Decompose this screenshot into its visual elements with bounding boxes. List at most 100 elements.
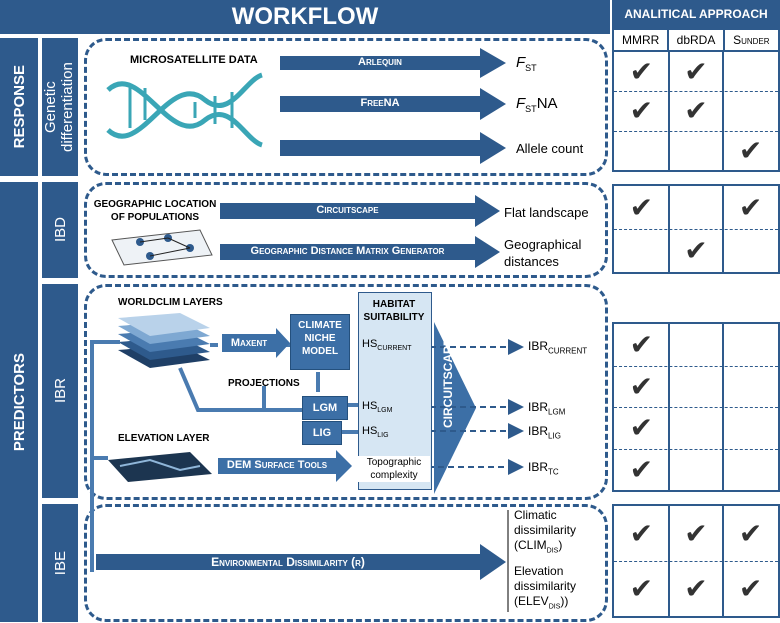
freena-arrow bbox=[280, 88, 506, 120]
clim-sub: DIS bbox=[546, 547, 559, 555]
fstna-text: F bbox=[516, 95, 526, 112]
ibr-current-output: IBRCURRENT bbox=[528, 339, 587, 355]
arlequin-arrow bbox=[280, 48, 506, 78]
fstna-suffix: NA bbox=[536, 95, 558, 112]
hs-lig-text: HS bbox=[362, 425, 378, 437]
lgm-box: LGM bbox=[302, 396, 348, 420]
env-dissimilarity-label: Environmental Dissimilarity (r) bbox=[211, 555, 365, 569]
check-icon: ✔ bbox=[629, 572, 654, 605]
approach-header: ANALITICAL APPROACH bbox=[612, 0, 780, 28]
check-icon: ✔ bbox=[629, 191, 654, 224]
ibr-box bbox=[84, 284, 608, 500]
col-header-sunder: Sunder bbox=[733, 33, 770, 47]
grid-col-divider bbox=[722, 52, 725, 170]
check-icon: ✔ bbox=[684, 94, 708, 128]
grid-row-divider bbox=[614, 561, 778, 562]
grid-row-divider bbox=[614, 91, 778, 93]
climate-model-line-1: CLIMATE bbox=[298, 320, 342, 331]
hs-lgm-sub: LGM bbox=[377, 407, 393, 415]
fstna-output: FSTNA bbox=[516, 95, 558, 114]
geo-location-label: GEOGRAPHIC LOCATION OF POPULATIONS bbox=[90, 198, 220, 224]
elev-sub: DIS bbox=[548, 603, 561, 611]
grid-ibe: ✔✔✔✔✔✔ bbox=[612, 504, 780, 618]
workflow-title-bar: WORKFLOW bbox=[0, 0, 610, 34]
clim-end: ) bbox=[558, 538, 563, 552]
ibr-lig-text: IBR bbox=[528, 424, 549, 438]
worldclim-label: WORLDCLIM LAYERS bbox=[118, 297, 223, 308]
elevation-layer-icon bbox=[108, 452, 212, 482]
projections-label: PROJECTIONS bbox=[228, 378, 300, 389]
worldclim-layers-icon bbox=[118, 313, 210, 368]
habitat-line-1: HABITAT bbox=[372, 299, 416, 310]
check-icon: ✔ bbox=[684, 572, 708, 605]
ibr-lgm-output: IBRLGM bbox=[528, 400, 565, 416]
response-box bbox=[84, 38, 608, 176]
check-icon: ✔ bbox=[684, 55, 708, 89]
ibr-current-sub: CURRENT bbox=[548, 346, 588, 356]
arlequin-label: Arlequin bbox=[358, 56, 402, 68]
hs-lgm: HSLGM bbox=[362, 400, 392, 414]
grid-response: ✔✔✔✔✔ bbox=[612, 52, 780, 172]
grid-row-divider bbox=[614, 229, 778, 230]
geo-distances-line-2: distances bbox=[504, 254, 559, 269]
grid-row-divider bbox=[614, 365, 778, 367]
check-icon: ✔ bbox=[629, 452, 654, 486]
fst-sub: ST bbox=[525, 63, 537, 73]
ibd-bar: IBD bbox=[42, 182, 78, 278]
freena-label: FreeNA bbox=[360, 97, 400, 109]
workflow-title: WORKFLOW bbox=[231, 3, 379, 30]
allele-arrow bbox=[280, 132, 506, 164]
check-icon: ✔ bbox=[629, 369, 654, 403]
clim-line-1: Climatic bbox=[514, 508, 557, 522]
climatic-dissimilarity-output: Climatic dissimilarity (CLIMDIS) bbox=[514, 508, 576, 558]
geo-location-line-2: OF POPULATIONS bbox=[110, 212, 200, 223]
ibr-current-text: IBR bbox=[528, 339, 549, 353]
fstna-sub: ST bbox=[525, 104, 537, 114]
topographic-complexity-label: Topographic complexity bbox=[358, 456, 430, 482]
ibr-lgm-text: IBR bbox=[528, 400, 549, 414]
hs-lig-sub: LIG bbox=[377, 432, 389, 440]
hs-lgm-text: HS bbox=[362, 400, 378, 412]
geo-distances-line-1: Geographical bbox=[504, 237, 582, 252]
approach-col-headers: MMRR dbRDA Sunder bbox=[612, 28, 780, 52]
allele-output: Allele count bbox=[516, 141, 584, 156]
check-icon: ✔ bbox=[629, 411, 654, 445]
elevation-dissimilarity-output: Elevation dissimilarity (ELEVDIS)) bbox=[514, 564, 576, 614]
map-icon bbox=[111, 229, 213, 266]
circuitscape-arrow bbox=[220, 195, 500, 227]
gdmg-label: Geographic Distance Matrix Generator bbox=[250, 245, 445, 257]
grid-ibr: ✔✔✔✔ bbox=[612, 322, 780, 492]
hs-lig: HSLIG bbox=[362, 425, 389, 439]
check-icon: ✔ bbox=[738, 191, 763, 224]
grid-col-divider bbox=[667, 52, 670, 170]
dna-icon bbox=[106, 72, 264, 148]
clim-3-text: (CLIM bbox=[514, 538, 547, 552]
ibe-bar: IBE bbox=[42, 504, 78, 622]
check-icon: ✔ bbox=[629, 55, 654, 89]
habitat-line-2: SUITABILITY bbox=[363, 312, 425, 323]
hs-current: HSCURRENT bbox=[362, 338, 412, 352]
check-icon: ✔ bbox=[738, 572, 763, 605]
fst-output: FST bbox=[516, 54, 537, 73]
habitat-suitability-label: HABITAT SUITABILITY bbox=[358, 298, 430, 324]
ibr-lgm-sub: LGM bbox=[548, 407, 566, 417]
ibe-box bbox=[84, 504, 608, 622]
ibr-tc-output: IBRTC bbox=[528, 460, 559, 476]
geo-distances-output: Geographical distances bbox=[504, 236, 581, 270]
check-icon: ✔ bbox=[629, 517, 654, 550]
dem-label: DEM Surface Tools bbox=[226, 459, 328, 471]
grid-row-divider bbox=[614, 448, 778, 450]
elevation-label: ELEVATION LAYER bbox=[118, 433, 210, 444]
ibr-bar: IBR bbox=[42, 284, 78, 498]
workflow-diagram bbox=[90, 48, 524, 612]
microsatellite-label: MICROSATELLITE DATA bbox=[130, 54, 258, 66]
clim-line-2: dissimilarity bbox=[514, 523, 577, 537]
climate-model-line-3: MODEL bbox=[301, 346, 339, 357]
dem-arrow bbox=[218, 450, 352, 482]
clim-line-3: (CLIMDIS) bbox=[514, 538, 576, 558]
lig-box: LIG bbox=[302, 421, 342, 445]
elev-line-2: dissimilarity bbox=[514, 579, 577, 593]
ibr-tc-text: IBR bbox=[528, 460, 549, 474]
col-header-dbrda: dbRDA bbox=[669, 30, 725, 50]
approach-title: ANALITICAL APPROACH bbox=[624, 7, 768, 21]
